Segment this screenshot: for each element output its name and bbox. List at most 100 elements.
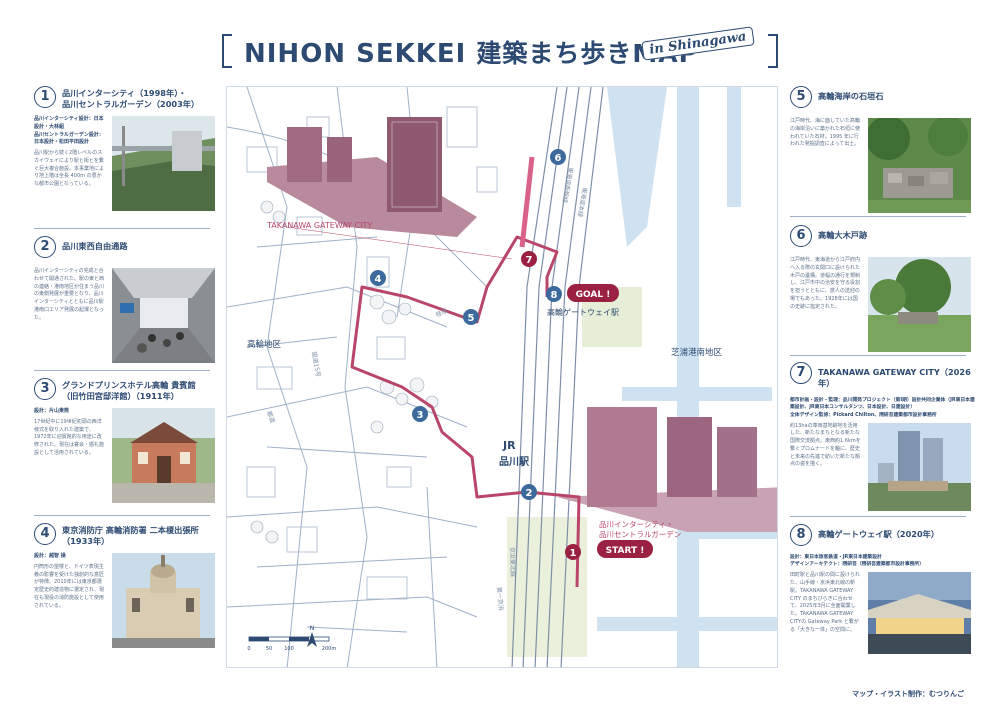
gateway-station-label: 高輪ゲートウェイ駅	[547, 307, 619, 317]
spot-photo-okido	[868, 257, 971, 352]
spot-photo-stonewall	[868, 118, 971, 213]
spot-title: 高輪大木戸跡	[818, 230, 868, 240]
spot-marker-1: 1	[565, 544, 581, 560]
walking-map[interactable]: 1 2 3 4 5 6 7 8 START ! GOAL ! TAKANAWA …	[226, 86, 778, 668]
spot-card-6[interactable]: 6 高輪大木戸跡 江戸時代、東海道から江戸府内へ入る際の玄関口に設けられた木戸の…	[790, 225, 975, 352]
tgc-leader-line	[286, 226, 513, 260]
spot-description: 設計：越智 操 円筒形の望楼と、ドイツ表現主義の影響を受けた独創的な意匠が特徴。…	[34, 553, 106, 648]
spot-card-1[interactable]: 1 品川インターシティ（1998年）・ 品川セントラルガーデン（2003年） 品…	[34, 86, 219, 212]
map-canvas: 1 2 3 4 5 6 7 8 START ! GOAL ! TAKANAWA …	[227, 87, 777, 667]
spot-credit: 設計：片山東熊	[34, 408, 70, 415]
tgc-label: TAKANAWA GATEWAY CITY	[266, 221, 372, 230]
spot-description: 江戸時代、東海道から江戸府内へ入る際の玄関口に設けられた木戸の遺構。道幅の通行を…	[790, 257, 862, 352]
building-footprints	[246, 106, 498, 600]
spot-number: 3	[34, 378, 56, 400]
spot-title: 品川東西自由通路	[62, 241, 128, 251]
svg-text:N: N	[310, 625, 315, 632]
svg-text:50: 50	[266, 646, 272, 652]
divider	[790, 516, 966, 517]
spot-text: 円筒形の望楼と、ドイツ表現主義の影響を受けた独創的な意匠が特徴。2010年には東…	[34, 563, 105, 609]
district-takanawa-label: 高輪地区	[247, 339, 282, 350]
spot-text: 17世紀中に19世紀初頭の西洋様式を取り入れた建築で、1972年に迎賓館的な用途…	[34, 418, 105, 456]
route-tgc-promenade	[519, 156, 535, 248]
svg-text:200m: 200m	[322, 646, 337, 652]
svg-text:2: 2	[526, 488, 533, 499]
spot-text: 約13haの車両基地跡地を活用した、新たなまちとなる新たな国際交流拠点。東西約1…	[790, 422, 861, 468]
jr-label: JR	[502, 439, 516, 452]
attribution: マップ・イラスト制作：むつりんご	[852, 690, 964, 698]
title-en: NIHON SEKKEI	[244, 39, 467, 69]
spot-text: 江戸時代、海に面していた高輪の海岸沿いに築かれた石垣に使われていた石材。1995…	[790, 118, 861, 148]
svg-text:4: 4	[375, 274, 382, 285]
divider	[34, 228, 210, 229]
spot-marker-2: 2	[521, 484, 537, 500]
spot-title: 品川インターシティ（1998年）・ 品川セントラルガーデン（2003年）	[62, 88, 200, 110]
intercity-label-b: 品川セントラルガーデン	[599, 529, 681, 539]
spot-title: グランドプリンスホテル高輪 貴賓館 （旧竹田宮邸洋館）（1911年）	[62, 380, 196, 402]
page-title: NIHON SEKKEI 建築まち歩きMAP	[244, 34, 698, 70]
spot-title: 高輪ゲートウェイ駅（2020年）	[818, 529, 940, 539]
spot-photo-skyway	[112, 116, 215, 212]
spot-description: 約13haの車両基地跡地を活用した、新たなまちとなる新たな国際交流拠点。東西約1…	[790, 423, 862, 511]
spot-marker-6: 6	[550, 149, 566, 165]
title-banner: NIHON SEKKEI 建築まち歩きMAP in Shinagawa	[222, 26, 778, 74]
divider	[790, 216, 966, 217]
scale-bar: 0 50 100 200m	[247, 636, 337, 652]
rail-label-keihin: 京浜東北線	[508, 547, 517, 577]
spot-credit: 設計：越智 操	[34, 553, 66, 560]
start-badge: START !	[597, 540, 653, 558]
spot-marker-7: 7	[521, 251, 537, 267]
intercity-label-a: 品川インターシティ・	[599, 520, 673, 529]
divider	[34, 370, 210, 371]
spot-photo-kihinkan	[112, 408, 215, 504]
title-bracket-right	[768, 34, 778, 68]
spot-marker-8: 8	[546, 286, 562, 302]
svg-text:6: 6	[555, 153, 562, 164]
spot-credit: 設計：東日本旅客鉄道・JR東日本建築設計 デザインアーキテクト：隈研吾（隈研吾建…	[790, 555, 925, 568]
svg-text:8: 8	[551, 290, 558, 301]
spot-card-2[interactable]: 2 品川東西自由通路 品川インターシティの完成と合わせて開通された。駅の東と西の…	[34, 236, 219, 363]
spot-description: 設計：片山東熊 17世紀中に19世紀初頭の西洋様式を取り入れた建築で、1972年…	[34, 408, 106, 503]
spot-number: 5	[790, 86, 812, 108]
spot-title: 高輪海岸の石垣石	[818, 91, 884, 101]
svg-text:1: 1	[570, 548, 577, 559]
svg-text:GOAL !: GOAL !	[576, 290, 611, 300]
spot-text: 品川インターシティの完成と合わせて開通された。駅の東と西の連絡・港南地区が住まう…	[34, 268, 105, 321]
svg-text:100: 100	[284, 646, 294, 652]
spot-text: 田町駅と品川駅の間に設けられた、山手線・京浜東北線の新駅。TAKANAWA GA…	[790, 572, 861, 633]
spot-title: TAKANAWA GATEWAY CITY（2026年）	[818, 367, 971, 389]
shinagawa-station-label: 品川駅	[499, 456, 530, 468]
spot-card-8[interactable]: 8 高輪ゲートウェイ駅（2020年） 設計：東日本旅客鉄道・JR東日本建築設計 …	[790, 524, 975, 655]
central-garden-area	[507, 517, 587, 657]
svg-text:5: 5	[468, 313, 475, 324]
spot-card-3[interactable]: 3 グランドプリンスホテル高輪 貴賓館 （旧竹田宮邸洋館）（1911年） 設計：…	[34, 378, 219, 504]
building-illustration-intercity	[557, 407, 777, 532]
walking-route	[350, 235, 581, 588]
spot-card-7[interactable]: 7 TAKANAWA GATEWAY CITY（2026年） 都市計画・設計・監…	[790, 362, 975, 511]
spot-description: 品川インターシティの完成と合わせて開通された。駅の東と西の連絡・港南地区が住まう…	[34, 268, 106, 363]
title-bracket-left	[222, 34, 232, 68]
spot-description: 品川インターシティ設計：日本設計・大林組 品川セントラルガーデン設計：日本設計・…	[34, 116, 106, 211]
spot-photo-gateway-station	[868, 572, 971, 655]
spot-description: 田町駅と品川駅の間に設けられた、山手線・京浜東北線の新駅。TAKANAWA GA…	[790, 572, 862, 654]
spot-card-5[interactable]: 5 高輪海岸の石垣石 江戸時代、海に面していた高輪の海岸沿いに築かれた石垣に使わ…	[790, 86, 975, 213]
svg-text:7: 7	[526, 255, 533, 266]
spot-number: 8	[790, 524, 812, 546]
spot-card-4[interactable]: 4 東京消防庁 高輪消防署 二本榎出張所 （1933年） 設計：越智 操 円筒形…	[34, 523, 219, 649]
building-illustration-tgc	[267, 117, 477, 237]
divider	[790, 355, 966, 356]
spot-text: 江戸時代、東海道から江戸府内へ入る際の玄関口に設けられた木戸の遺構。道幅の通行を…	[790, 257, 861, 310]
spot-photo-passage	[112, 268, 215, 363]
spot-number: 4	[34, 523, 56, 545]
spot-text: 品川駅から続く2階レベルのスカイウェイにより駅と街とを繋ぐ巨大複合施設。本事業地…	[34, 150, 105, 188]
spot-photo-tgc	[868, 422, 971, 511]
divider	[34, 515, 210, 516]
spot-description: 江戸時代、海に面していた高輪の海岸沿いに築かれた石垣に使われていた石材。1995…	[790, 118, 862, 213]
goal-badge: GOAL !	[567, 284, 619, 302]
spot-marker-4: 4	[370, 270, 386, 286]
road-label-keihin: 第一京浜	[495, 586, 505, 611]
spot-marker-3: 3	[412, 406, 428, 422]
svg-text:3: 3	[417, 410, 424, 421]
svg-text:START !: START !	[606, 546, 645, 556]
spot-photo-firestation	[112, 553, 215, 649]
